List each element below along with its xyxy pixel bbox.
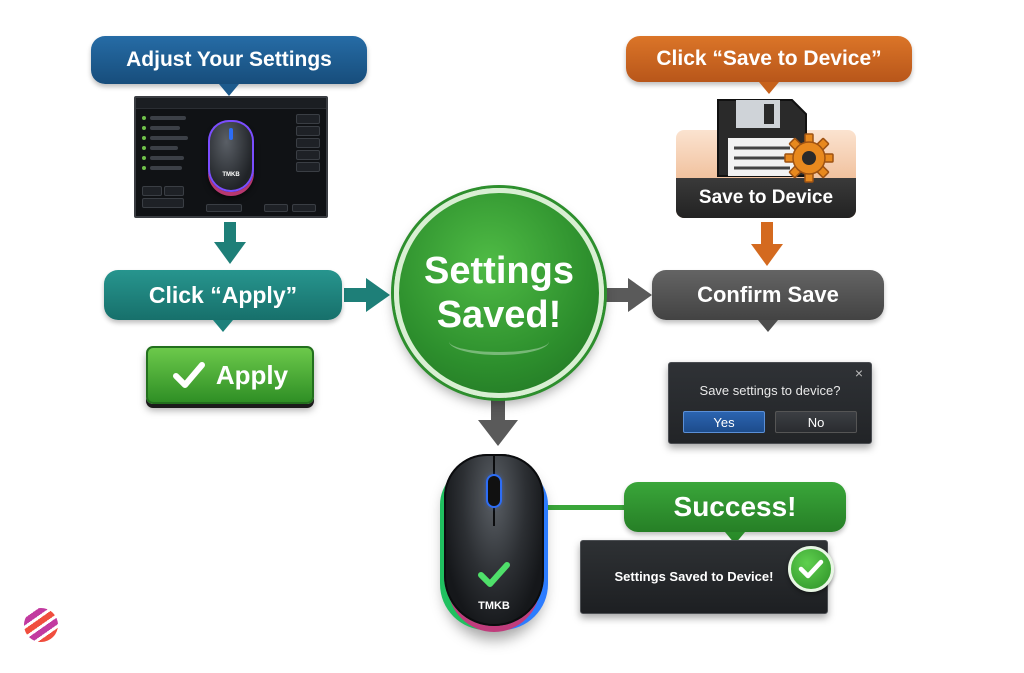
software-mouse-preview: TMKB	[208, 120, 254, 192]
connector-line-green	[545, 505, 629, 510]
circle-line-1: Settings	[424, 250, 574, 292]
callout-adjust-label: Adjust Your Settings	[126, 48, 332, 71]
callout-success-label: Success!	[673, 491, 797, 522]
software-mouse-logo: TMKB	[222, 172, 240, 178]
apply-button-label: Apply	[215, 359, 289, 390]
mini-mouse-wheel	[229, 128, 233, 140]
gear-icon	[784, 133, 834, 183]
confirm-dialog: × Save settings to device? Yes No	[668, 362, 872, 444]
close-icon[interactable]: ×	[854, 365, 863, 381]
callout-click-save: Click “Save to Device”	[626, 36, 912, 94]
gaming-mouse: TMKB	[444, 454, 544, 626]
floppy-disk-icon	[717, 99, 807, 177]
dialog-no-button[interactable]: No	[775, 411, 857, 433]
checkmark-icon	[798, 559, 824, 579]
setting-row	[150, 126, 180, 130]
setting-dot	[142, 126, 146, 130]
setting-dot	[142, 156, 146, 160]
arrow-right-gray	[604, 278, 652, 312]
checkmark-icon	[172, 362, 205, 388]
arrow-down-gray	[478, 392, 518, 446]
mouse-logo: TMKB	[478, 600, 510, 612]
save-to-device-label: Save to Device	[698, 187, 834, 208]
callout-click-apply-label: Click “Apply”	[148, 281, 298, 308]
setting-dot	[142, 116, 146, 120]
callout-click-save-label: Click “Save to Device”	[656, 47, 882, 70]
sw-button[interactable]	[142, 198, 184, 208]
sw-button[interactable]	[296, 138, 320, 148]
setting-row	[150, 156, 184, 160]
sw-button[interactable]	[264, 204, 288, 212]
apply-button[interactable]: Apply	[146, 346, 314, 404]
circle-highlight	[449, 328, 549, 355]
dialog-question: Save settings to device?	[699, 383, 841, 398]
sw-button[interactable]	[296, 150, 320, 160]
callout-success: Success!	[624, 482, 846, 544]
setting-row	[150, 116, 186, 120]
sw-button[interactable]	[292, 204, 316, 212]
arrow-right-teal	[344, 278, 390, 312]
success-message-box: Settings Saved to Device!	[580, 540, 828, 614]
setting-dot	[142, 166, 146, 170]
mouse-scroll-wheel	[488, 476, 500, 506]
callout-click-apply: Click “Apply”	[104, 270, 342, 332]
sw-button[interactable]	[296, 162, 320, 172]
setting-dot	[142, 136, 146, 140]
sw-button[interactable]	[296, 114, 320, 124]
software-titlebar	[136, 98, 326, 109]
setting-row	[150, 166, 182, 170]
setting-row	[150, 136, 188, 140]
sw-button[interactable]	[142, 186, 162, 196]
setting-dot	[142, 146, 146, 150]
callout-confirm-label: Confirm Save	[697, 282, 839, 307]
sw-button[interactable]	[206, 204, 242, 212]
software-screenshot: TMKB	[134, 96, 328, 218]
arrow-down-orange	[751, 222, 783, 266]
setting-row	[150, 146, 178, 150]
callout-adjust-settings: Adjust Your Settings	[91, 36, 367, 96]
checkmark-icon	[478, 562, 510, 587]
success-message: Settings Saved to Device!	[614, 569, 774, 584]
success-check-badge	[788, 546, 834, 592]
arrow-down-teal	[214, 222, 246, 264]
save-to-device-strip: Save to Device	[676, 178, 856, 218]
sw-button[interactable]	[296, 126, 320, 136]
sw-button[interactable]	[164, 186, 184, 196]
settings-saved-circle: Settings Saved!	[394, 188, 604, 398]
callout-confirm-save: Confirm Save	[652, 270, 884, 332]
dialog-yes-button[interactable]: Yes	[683, 411, 765, 433]
